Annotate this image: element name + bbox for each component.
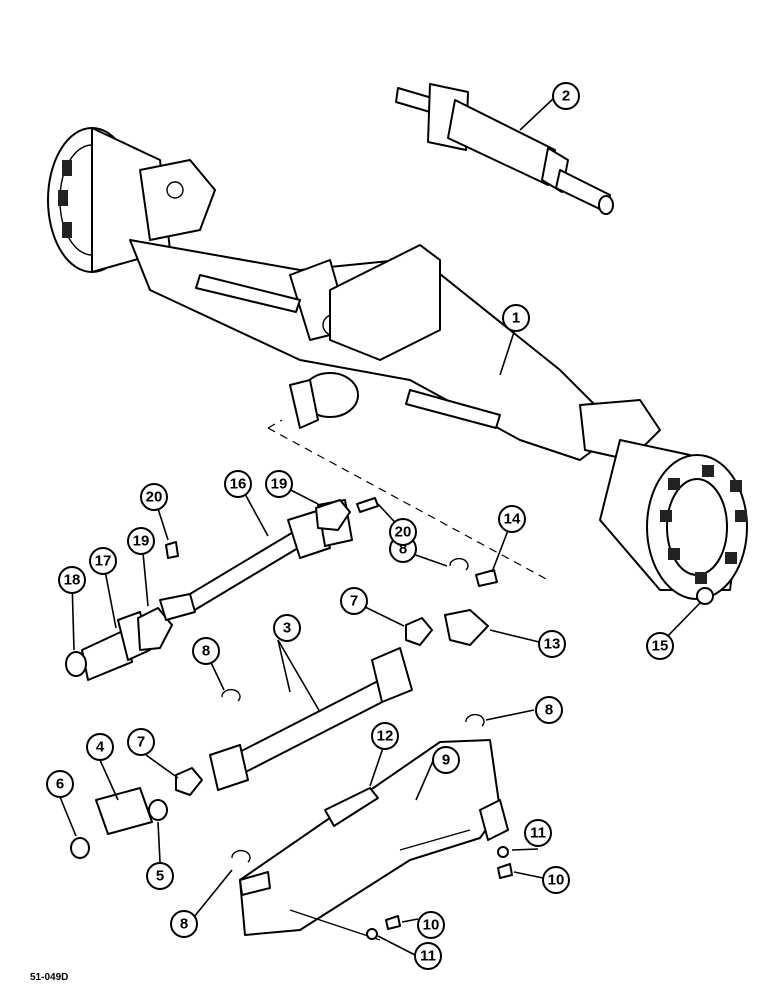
part-11-nut-2: [366, 928, 378, 940]
callout-7-upper: 7: [340, 587, 368, 615]
callout-10-bottom: 10: [417, 911, 445, 939]
callout-8-right: 8: [535, 696, 563, 724]
svg-text:15: 15: [652, 638, 669, 655]
svg-text:2: 2: [562, 88, 570, 105]
svg-text:7: 7: [137, 734, 145, 751]
callout-20-top: 20: [389, 518, 417, 546]
part-10-bolt-1: [497, 863, 513, 879]
part-19-universal-joint-left: [137, 593, 196, 651]
svg-text:18: 18: [64, 572, 81, 589]
svg-text:14: 14: [504, 511, 521, 528]
alignment-line: [267, 419, 549, 581]
part-7-universal-cross-upper: [405, 617, 433, 646]
svg-text:11: 11: [420, 948, 436, 965]
part-9-guard-plate: [239, 739, 509, 941]
callout-9: 9: [432, 746, 460, 774]
svg-text:16: 16: [230, 476, 247, 493]
svg-text:19: 19: [133, 533, 150, 550]
part-7-universal-cross-lower: [175, 767, 203, 796]
callout-12: 12: [371, 722, 399, 750]
callout-6: 6: [46, 770, 74, 798]
svg-text:8: 8: [180, 916, 188, 933]
part-4-yoke: [95, 787, 153, 835]
callout-10-right: 10: [542, 866, 570, 894]
svg-text:1: 1: [512, 310, 520, 327]
part-18-seal: [65, 651, 87, 677]
svg-text:19: 19: [271, 476, 288, 493]
svg-text:12: 12: [377, 728, 394, 745]
svg-text:10: 10: [423, 917, 440, 934]
part-8-snap-ring-2: [221, 688, 241, 702]
svg-text:8: 8: [399, 541, 407, 558]
callout-15: 15: [646, 632, 674, 660]
part-1-axle-housing: [47, 127, 748, 600]
callout-7-lower: 7: [127, 728, 155, 756]
svg-text:3: 3: [283, 620, 291, 637]
svg-text:10: 10: [548, 872, 565, 889]
svg-text:9: 9: [442, 752, 450, 769]
callout-18: 18: [58, 566, 86, 594]
callout-4: 4: [86, 733, 114, 761]
callout-5: 5: [146, 862, 174, 890]
callout-11-bottom: 11: [414, 942, 442, 970]
callout-14: 14: [498, 505, 526, 533]
callout-13: 13: [538, 630, 566, 658]
callout-20-left: 20: [140, 483, 168, 511]
svg-text:8: 8: [202, 643, 210, 660]
part-8-snap-ring-4: [231, 849, 251, 863]
svg-text:7: 7: [350, 593, 358, 610]
part-10-bolt-2: [385, 915, 401, 930]
svg-text:8: 8: [545, 702, 553, 719]
part-6-seal: [70, 837, 90, 859]
callout-19-top: 19: [265, 470, 293, 498]
part-15-wheel-nut: [696, 587, 714, 605]
svg-text:4: 4: [96, 739, 105, 756]
part-8-snap-ring-1: [449, 557, 469, 571]
part-5-washer: [148, 799, 168, 821]
callout-8-left: 8: [192, 637, 220, 665]
callout-17: 17: [89, 547, 117, 575]
part-19-universal-joint-top: [315, 499, 351, 531]
part-12-plate: [324, 787, 379, 827]
part-20-bolt-top: [356, 497, 379, 513]
reference-code: 51-049D: [30, 972, 69, 983]
part-13-bearing-cap: [444, 609, 489, 646]
svg-text:17: 17: [95, 553, 112, 570]
svg-text:5: 5: [156, 868, 164, 885]
svg-text:13: 13: [544, 636, 561, 653]
part-2-shaft: [395, 83, 614, 215]
part-8-snap-ring-3: [465, 713, 485, 727]
part-14-bolt: [475, 569, 498, 587]
callout-16: 16: [224, 470, 252, 498]
callout-11-right: 11: [524, 819, 552, 847]
part-11-nut-1: [497, 846, 509, 858]
callout-2: 2: [552, 82, 580, 110]
part-3-drive-shaft: [209, 647, 413, 791]
svg-text:20: 20: [146, 489, 163, 506]
callout-8-bottom: 8: [170, 910, 198, 938]
callout-19-left: 19: [127, 527, 155, 555]
callout-3: 3: [273, 614, 301, 642]
svg-text:11: 11: [530, 825, 546, 842]
svg-text:20: 20: [395, 524, 412, 541]
svg-text:6: 6: [56, 776, 64, 793]
callout-1: 1: [502, 304, 530, 332]
part-20-bolt-left: [165, 541, 179, 559]
